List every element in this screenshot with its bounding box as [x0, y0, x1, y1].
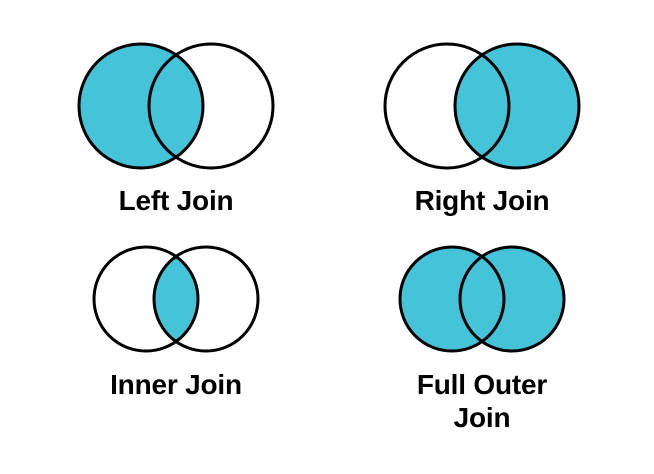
left-set-outline	[92, 245, 200, 353]
left-set-outline	[398, 245, 506, 353]
right-set-circle	[460, 247, 564, 351]
left-set-outline	[383, 42, 511, 170]
panel-full-outer-join: Full Outer Join	[366, 244, 598, 434]
venn-svg-full-outer-join	[398, 245, 566, 353]
left-set-outline	[77, 42, 205, 170]
panel-label-inner-join: Inner Join	[110, 369, 242, 400]
panel-label-right-join: Right Join	[414, 185, 550, 216]
venn-svg-right-join	[383, 42, 581, 170]
venn-full-outer-join	[382, 244, 582, 354]
venn-inner-join	[76, 244, 276, 354]
panel-label-left-join: Left Join	[118, 185, 234, 216]
panel-inner-join: Inner Join	[60, 244, 292, 401]
venn-left-join	[76, 40, 276, 172]
right-set-outline	[147, 42, 275, 170]
intersection-region	[154, 247, 198, 351]
intersection-region	[149, 44, 203, 168]
venn-svg-left-join	[77, 42, 275, 170]
panel-right-join: Right Join	[366, 40, 598, 217]
panel-label-full-outer-join: Full Outer Join	[416, 369, 548, 434]
venn-svg-inner-join	[92, 245, 260, 353]
right-set-outline	[152, 245, 260, 353]
intersection-region	[455, 44, 509, 168]
venn-right-join	[382, 40, 582, 172]
right-set-outline	[458, 245, 566, 353]
panel-left-join: Left Join	[60, 40, 292, 217]
right-set-outline	[453, 42, 581, 170]
